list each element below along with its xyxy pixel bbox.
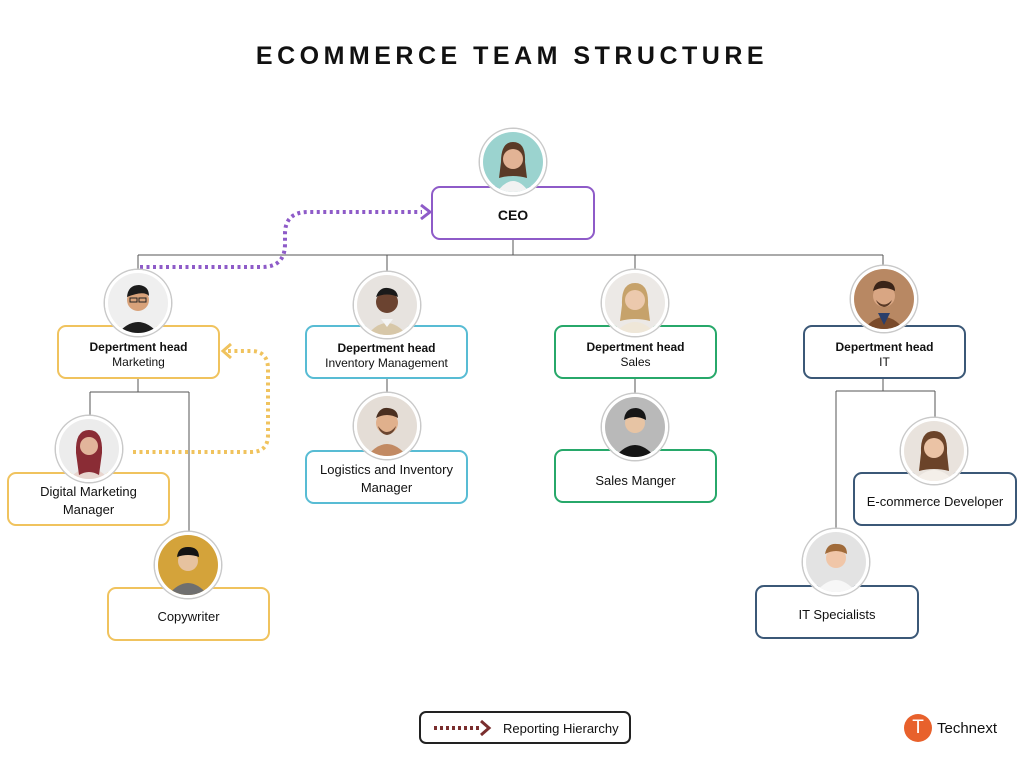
sales-head-role: Depertment head: [586, 339, 685, 354]
digital-marketing-node[interactable]: Digital Marketing Manager: [7, 472, 170, 526]
legend-label: Reporting Hierarchy: [503, 721, 619, 736]
inventory-head-avatar-icon: [354, 272, 420, 338]
it-head-node[interactable]: Depertment head IT: [803, 325, 966, 379]
ceo-avatar-icon: [480, 129, 546, 195]
brand: T Technext: [904, 713, 997, 743]
logistics-node[interactable]: Logistics and Inventory Manager: [305, 450, 468, 504]
digital-marketing-label-line1: Digital Marketing: [40, 484, 137, 499]
it-head-role: Depertment head: [835, 339, 934, 354]
brand-name: Technext: [937, 719, 998, 737]
legend: Reporting Hierarchy: [419, 711, 631, 744]
logistics-avatar-icon: [354, 393, 420, 459]
marketing-head-role: Depertment head: [89, 339, 188, 354]
marketing-head-avatar-icon: [105, 270, 171, 336]
it-head-dept: IT: [879, 354, 890, 369]
logistics-label-line2: Manager: [360, 480, 413, 495]
sales-head-dept: Sales: [620, 354, 651, 369]
inventory-head-dept: Inventory Management: [325, 356, 448, 370]
inventory-head-role: Depertment head: [337, 341, 436, 355]
marketing-head-dept: Marketing: [112, 354, 165, 369]
sales-head-avatar-icon: [602, 270, 668, 336]
copywriter-avatar-icon: [155, 532, 221, 598]
reporting-arrow-digital-to-marketing: [133, 349, 270, 454]
dotted-arrow-icon: [434, 719, 492, 737]
copywriter-label: Copywriter: [157, 609, 220, 624]
logistics-label-line1: Logistics and Inventory: [320, 462, 453, 477]
digital-marketing-label-line2: Manager: [62, 502, 115, 517]
reporting-arrowhead-marketing: [220, 342, 232, 360]
reporting-arrow-marketing-to-ceo: [140, 210, 422, 269]
ecommerce-dev-avatar-icon: [901, 418, 967, 484]
it-specialists-avatar-icon: [803, 529, 869, 595]
it-head-avatar-icon: [851, 266, 917, 332]
reporting-arrowhead-ceo: [420, 203, 433, 221]
ecommerce-dev-label: E-commerce Developer: [866, 494, 1004, 509]
ceo-label: CEO: [497, 207, 529, 223]
page-title: ECOMMERCE TEAM STRUCTURE: [255, 42, 769, 70]
ecommerce-dev-node[interactable]: E-commerce Developer: [853, 472, 1017, 526]
brand-logo-icon: T: [904, 714, 932, 742]
sales-manager-label: Sales Manger: [595, 473, 676, 488]
sales-manager-avatar-icon: [602, 394, 668, 460]
sales-manager-node[interactable]: Sales Manger: [554, 449, 717, 503]
ceo-node[interactable]: CEO: [431, 186, 595, 240]
digital-marketing-avatar-icon: [56, 416, 122, 482]
it-specialists-label: IT Specialists: [798, 607, 876, 622]
